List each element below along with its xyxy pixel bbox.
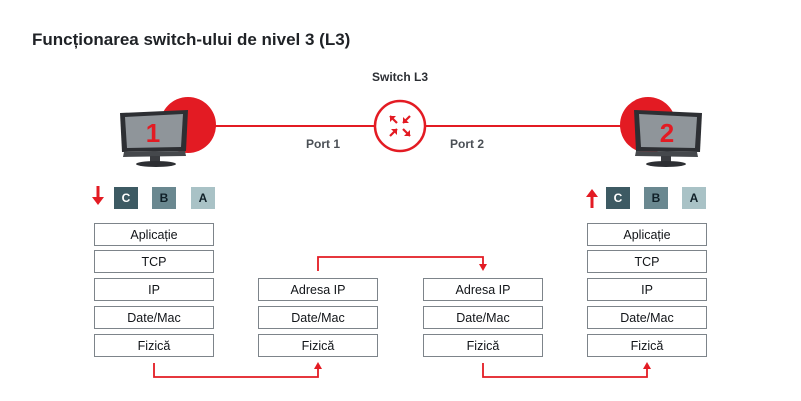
badge-c-right: C [606, 187, 630, 209]
computer-2-monitor-icon [620, 97, 702, 167]
layer-midleft-physical: Fizică [258, 334, 378, 357]
layer-left-datemac: Date/Mac [94, 306, 214, 329]
layer-midright-datemac: Date/Mac [423, 306, 543, 329]
computer-2-label: 2 [660, 118, 674, 148]
arrow-up-icon [586, 189, 598, 208]
layer-left-application: Aplicație [94, 223, 214, 246]
flow-bottom-right [482, 362, 651, 378]
layer-midright-physical: Fizică [423, 334, 543, 357]
port-1-label: Port 1 [306, 137, 341, 151]
badge-b-left: B [152, 187, 176, 209]
layer-right-tcp: TCP [587, 250, 707, 273]
page-title: Funcționarea switch-ului de nivel 3 (L3) [32, 30, 351, 49]
badge-a-left: A [191, 187, 215, 209]
layer-right-application: Aplicație [587, 223, 707, 246]
layer-right-physical: Fizică [587, 334, 707, 357]
badge-b-right: B [644, 187, 668, 209]
computer-1-label: 1 [146, 118, 160, 148]
layer-right-datemac: Date/Mac [587, 306, 707, 329]
layer-right-ip: IP [587, 278, 707, 301]
badge-c-left: C [114, 187, 138, 209]
flow-bottom-left [153, 362, 322, 378]
layer-left-ip: IP [94, 278, 214, 301]
port-2-label: Port 2 [450, 137, 485, 151]
flow-top-middle [317, 256, 487, 271]
layer-midright-ip-address: Adresa IP [423, 278, 543, 301]
layer-left-physical: Fizică [94, 334, 214, 357]
layer-left-tcp: TCP [94, 250, 214, 273]
arrow-down-icon [92, 186, 104, 205]
layer-midleft-ip-address: Adresa IP [258, 278, 378, 301]
switch-router-icon [373, 99, 427, 153]
badge-a-right: A [682, 187, 706, 209]
layer-midleft-datemac: Date/Mac [258, 306, 378, 329]
switch-label: Switch L3 [371, 70, 428, 84]
computer-1-monitor-icon [120, 97, 216, 167]
